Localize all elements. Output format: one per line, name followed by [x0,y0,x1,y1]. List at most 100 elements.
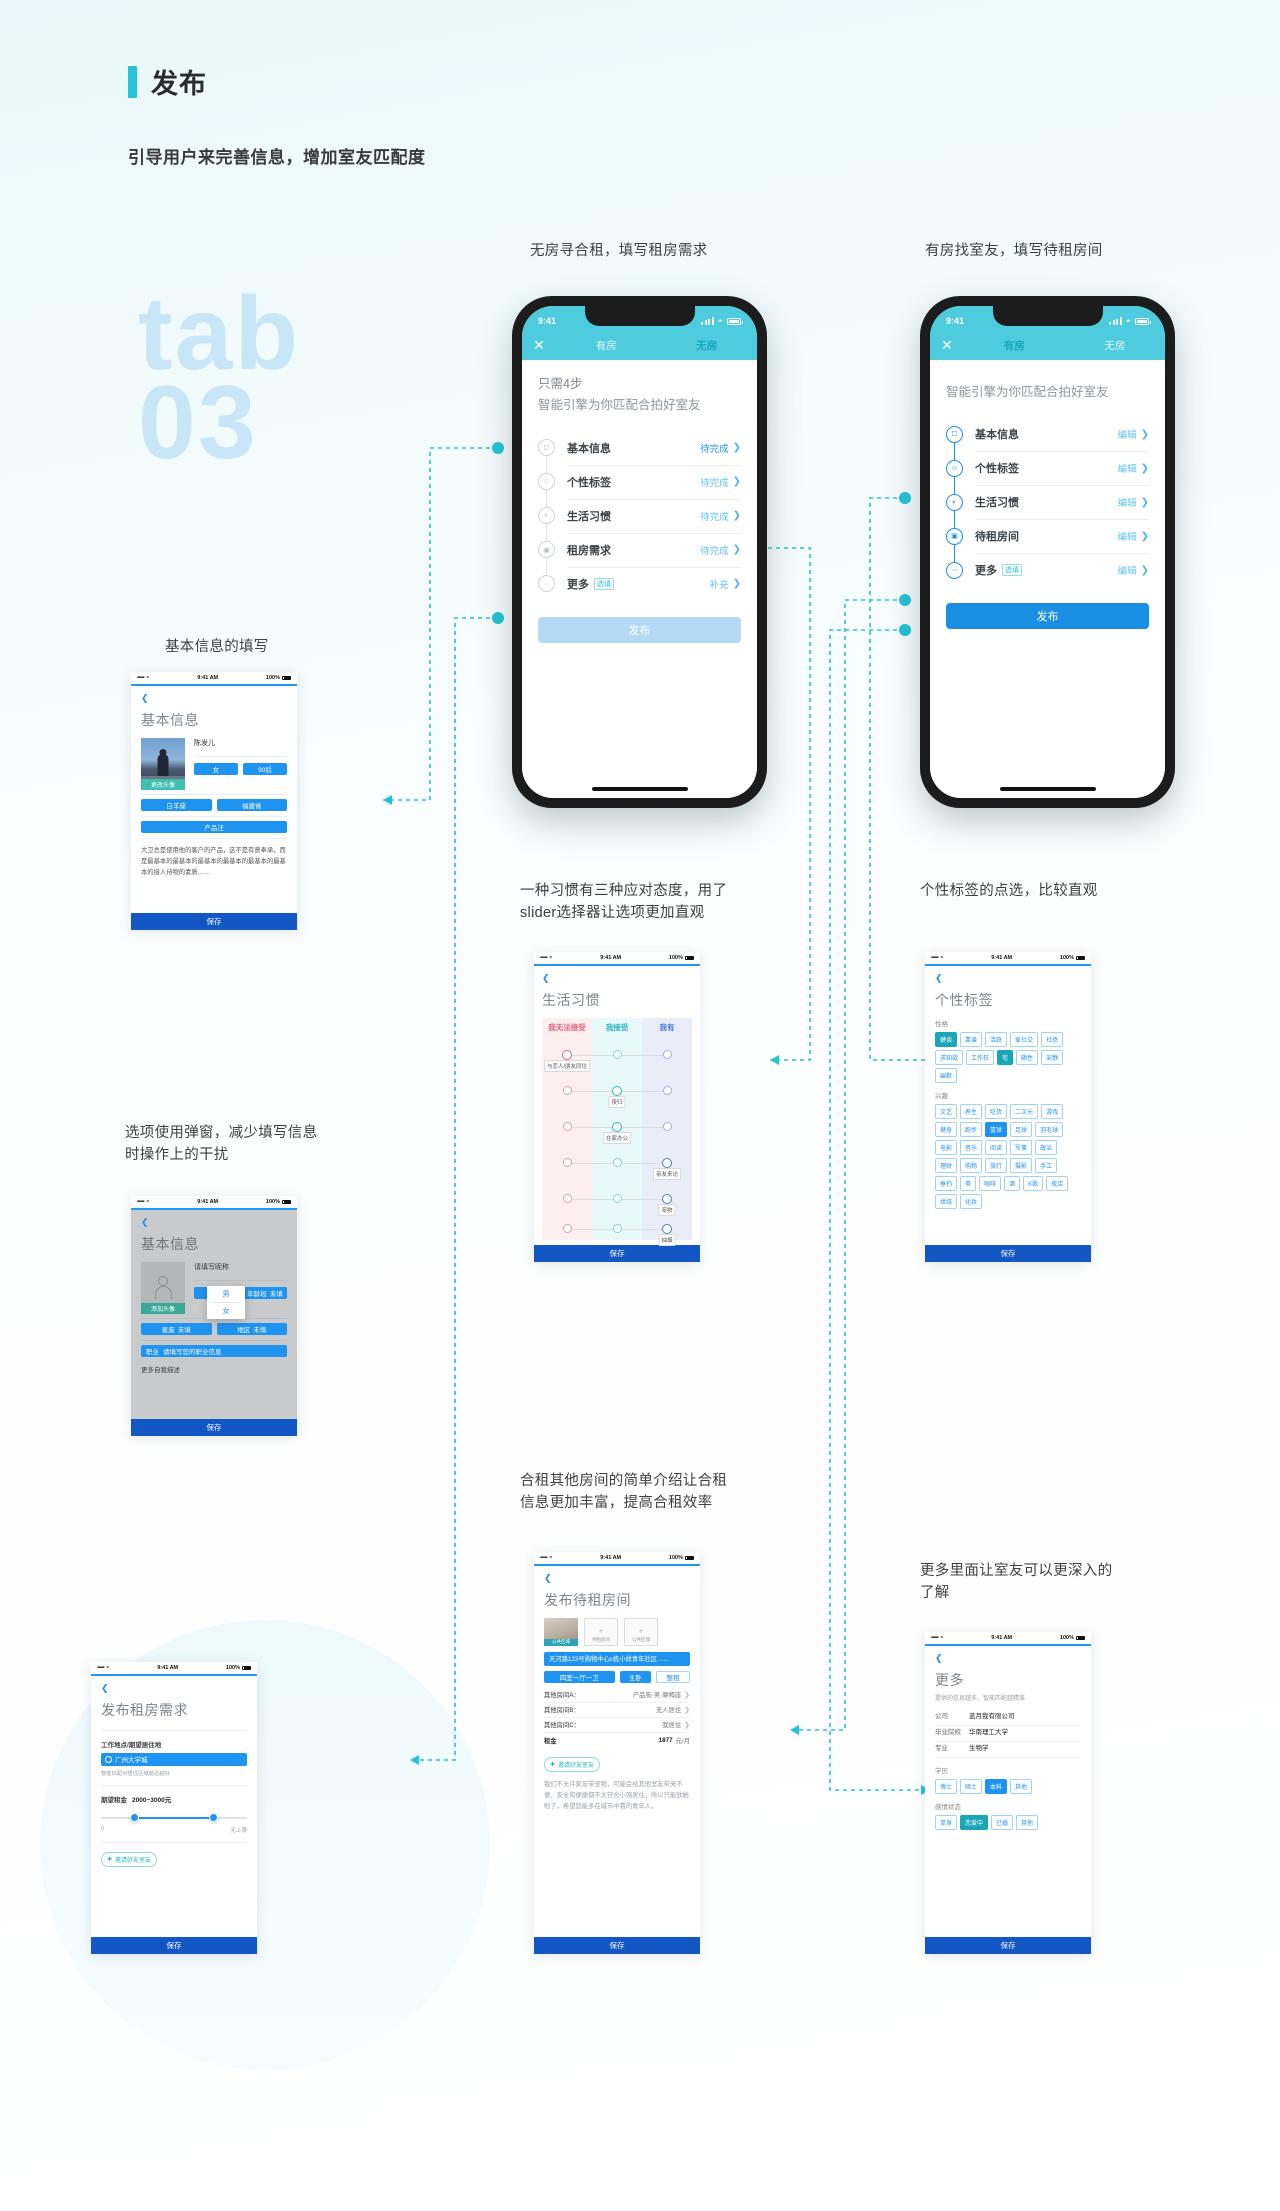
step-row[interactable]: ⋯ 更多 选填 补充❯ [538,566,741,601]
tag-chip[interactable]: 化妆 [960,1193,983,1209]
save-button[interactable]: 保存 [925,1245,1091,1262]
tag-chip[interactable]: 政治 [1035,1139,1058,1155]
habit-row[interactable]: 亲友来访 [542,1148,692,1180]
dropdown-option-female[interactable]: 女 [222,1307,230,1315]
habit-option[interactable] [662,1050,672,1059]
tag-chip[interactable]: 二次元 [1010,1103,1039,1119]
love-chip[interactable]: 已婚 [991,1814,1014,1830]
step-row[interactable]: ◐ 生活习惯 待完成❯ [538,498,741,550]
address-field[interactable]: 天河路123号购物中心c栋小样青年社区…… [544,1651,690,1666]
tag-age[interactable]: 90后 [243,762,287,775]
close-icon[interactable]: ✕ [941,337,953,353]
tag-chip[interactable]: 宅 [997,1049,1014,1065]
zodiac-select[interactable]: 星座 未填 [141,1322,212,1335]
love-chip[interactable]: 其他 [1016,1814,1039,1830]
habit-option[interactable] [562,1194,572,1203]
habit-option[interactable] [612,1224,622,1233]
dropdown-option-male[interactable]: 男 [222,1290,230,1298]
edu-chip[interactable]: 硕士 [960,1778,983,1794]
habit-row[interactable]: 宠物 [542,1184,692,1216]
habit-option-selected[interactable] [662,1193,672,1204]
tag-chip[interactable]: 安静 [1041,1049,1064,1065]
close-icon[interactable]: ✕ [533,337,545,353]
back-icon[interactable]: ❮ [141,692,149,703]
tag-chip[interactable]: 游戏 [1041,1103,1064,1119]
tag-chip[interactable]: 手工 [1035,1157,1058,1173]
avatar-label[interactable]: 更改头像 [141,778,185,790]
avatar[interactable]: 更改头像 [141,737,185,790]
tag-chip[interactable]: 购物 [960,1157,983,1173]
invite-friend-button[interactable]: ✚ 邀请好友室友 [101,1851,158,1867]
habit-option-selected[interactable] [612,1121,622,1132]
habit-option[interactable] [562,1224,572,1233]
add-room-photo[interactable]: + 待租房间 [584,1617,618,1646]
publish-button[interactable]: 发布 [946,603,1149,630]
love-chip[interactable]: 单身 [935,1814,958,1830]
save-button[interactable]: 保存 [534,1937,700,1954]
save-button[interactable]: 保存 [925,1937,1091,1954]
tag-chip[interactable]: 夜店 [1046,1175,1069,1191]
tag-chip[interactable]: 垂钓 [935,1175,958,1191]
step-row[interactable]: ◐ 生活习惯 编辑❯ [946,485,1149,537]
tag-chip[interactable]: 军事 [1010,1139,1033,1155]
tag-chip[interactable]: K歌 [1023,1175,1044,1191]
tag-chip[interactable]: 爱社交 [1010,1031,1039,1047]
tag-chip[interactable]: 文艺 [935,1103,958,1119]
location-button[interactable]: 广州大学城 [101,1752,247,1766]
tag-chip[interactable]: 酒 [1004,1175,1021,1191]
gender-dropdown[interactable]: 男 女 [207,1285,245,1319]
tag-chip[interactable]: 随性 [1016,1049,1039,1065]
habit-option[interactable] [612,1158,622,1167]
region-select[interactable]: 地区 未填 [216,1322,287,1335]
nickname-placeholder[interactable]: 请填写昵称 [194,1263,229,1271]
tag-chip[interactable]: 理财 [935,1157,958,1173]
habit-row[interactable]: 夜归 [542,1076,692,1108]
tab-no-house[interactable]: 无房 [657,338,758,360]
tag-zodiac[interactable]: 白羊座 [141,798,212,811]
other-room-row[interactable]: 其他房间C： 我居住❯ [544,1718,690,1733]
tag-chip[interactable]: 幽默 [935,1067,958,1083]
tag-chip[interactable]: 工作狂 [966,1049,995,1065]
slider-knob-max[interactable] [209,1812,219,1822]
tag-chip[interactable]: 羽毛球 [1035,1121,1064,1137]
back-icon[interactable]: ❮ [101,1682,109,1693]
tag-chip[interactable]: 茶 [960,1175,977,1191]
rent-slider[interactable] [101,1811,247,1825]
save-button[interactable]: 保存 [131,913,297,930]
tag-chip[interactable]: 求知欲 [935,1049,964,1065]
tag-chip[interactable]: 靠谱 [960,1031,983,1047]
habit-option[interactable] [662,1122,672,1131]
back-icon[interactable]: ❮ [935,1652,943,1663]
habit-option-selected[interactable] [562,1049,572,1060]
love-chip[interactable]: 恋爱中 [960,1814,989,1830]
habit-option[interactable] [562,1122,572,1131]
age-select[interactable]: 年龄段 未填 [243,1286,287,1299]
habit-option[interactable] [612,1050,622,1059]
step-row[interactable]: ☺ 个性标签 待完成❯ [538,464,741,516]
info-row[interactable]: 专业 生物学 [935,1742,1081,1758]
habit-option[interactable] [562,1086,572,1095]
habit-row[interactable]: 抽烟 [542,1214,692,1246]
tag-chip[interactable]: 音乐 [960,1139,983,1155]
back-icon[interactable]: ❮ [544,1572,552,1583]
job-field[interactable]: 职业 请填写您的职业信息 [141,1344,287,1357]
rent-type-tag[interactable]: 整租 [656,1670,690,1683]
avatar-label[interactable]: 添加头像 [141,1302,185,1314]
tag-chip[interactable]: 活跃 [985,1031,1008,1047]
slider-knob-min[interactable] [130,1812,140,1822]
tag-chip[interactable]: 阅读 [985,1139,1008,1155]
room-photo[interactable]: 公共区域 [544,1617,578,1646]
step-row[interactable]: ⋯ 更多 选填 编辑❯ [946,553,1149,587]
habit-option-selected[interactable] [662,1223,672,1234]
back-icon[interactable]: ❮ [141,1216,149,1227]
habit-option-selected[interactable] [662,1157,672,1168]
tag-chip[interactable]: 篮球 [985,1121,1008,1137]
tag-region[interactable]: 福建省 [216,798,287,811]
publish-button[interactable]: 发布 [538,616,741,643]
tag-chip[interactable]: 吃货 [985,1103,1008,1119]
layout-tag[interactable]: 四室一厅一卫 [544,1670,615,1683]
edu-chip[interactable]: 其他 [1010,1778,1033,1794]
tag-chip[interactable]: 咖啡 [979,1175,1002,1191]
tab-no-house[interactable]: 无房 [1104,340,1126,352]
